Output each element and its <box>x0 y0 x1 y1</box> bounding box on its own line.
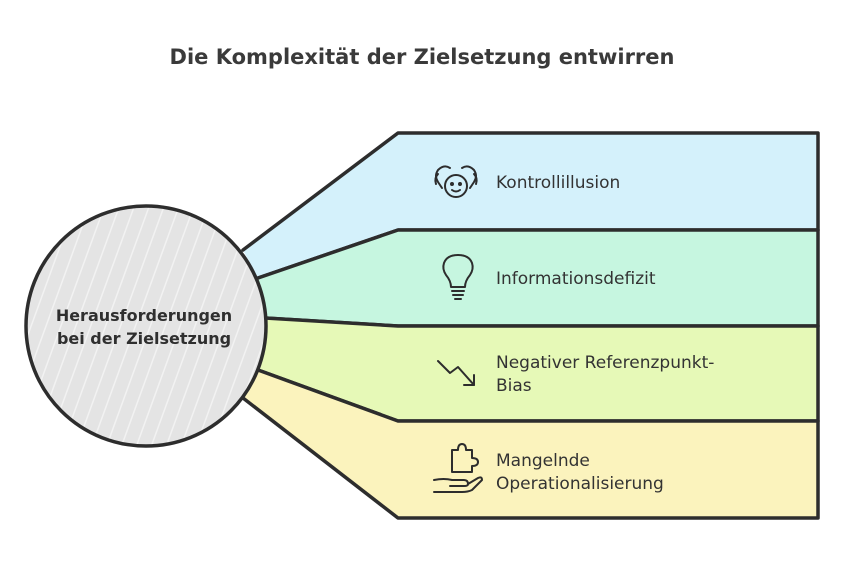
center-label-line2: bei der Zielsetzung <box>57 329 231 348</box>
hands-over-face-icon <box>434 165 478 198</box>
center-label-line1: Herausforderungen <box>56 306 232 325</box>
band-shape <box>258 318 818 421</box>
band-mangelnde-operationalisierung <box>241 368 820 520</box>
puzzle-hand-icon <box>433 443 483 493</box>
band-shape <box>243 133 818 278</box>
item-label-mangelnde-line1: Mangelnde <box>496 451 590 471</box>
band-shape <box>258 230 818 326</box>
band-shape <box>243 370 818 518</box>
item-label-negativer-referenzpunkt-line2: Bias <box>496 376 532 396</box>
page-title: Die Komplexität der Zielsetzung entwirre… <box>170 45 675 69</box>
item-label-mangelnde-line2: Operationalisierung <box>496 474 664 494</box>
item-label-kontrollillusion: Kontrollillusion <box>496 173 620 193</box>
item-label-informationsdefizit: Informationsdefizit <box>496 269 656 289</box>
center-node: Herausforderungen bei der Zielsetzung <box>24 204 268 448</box>
downward-trend-arrow-icon <box>437 360 475 386</box>
item-label-negativer-referenzpunkt-line1: Negativer Referenzpunkt- <box>496 353 714 373</box>
center-circle <box>24 204 268 448</box>
lightbulb-icon <box>442 254 474 300</box>
